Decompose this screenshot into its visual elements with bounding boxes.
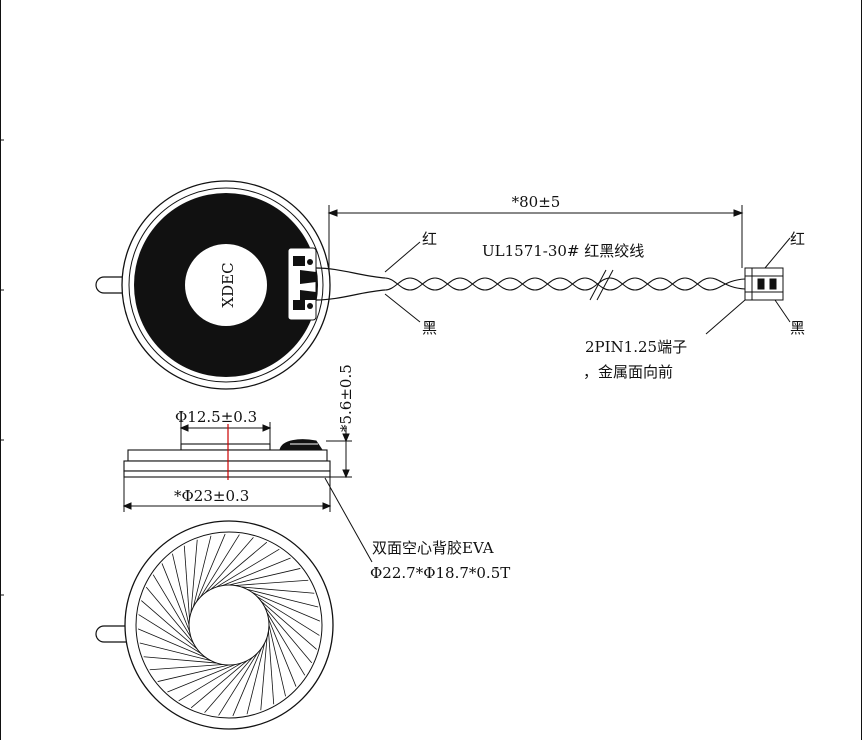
spoke-line bbox=[268, 624, 286, 697]
spoke-line bbox=[261, 601, 317, 650]
spoke-line bbox=[204, 657, 253, 713]
center-disc bbox=[185, 244, 267, 326]
terminal-pad-bottom bbox=[293, 300, 305, 310]
leader-red bbox=[384, 241, 421, 273]
spoke-line bbox=[149, 664, 223, 671]
lead-wire-black bbox=[315, 289, 386, 301]
leader-connector-note bbox=[705, 299, 746, 335]
spoke-line bbox=[183, 545, 190, 619]
wire-black-label: 黑 bbox=[422, 319, 437, 337]
brand-label: XDEC bbox=[219, 262, 237, 307]
spoke-line bbox=[247, 588, 319, 608]
leader-black bbox=[384, 293, 421, 323]
connector-black-label: 黑 bbox=[790, 319, 805, 337]
inner-diameter-dimension bbox=[179, 422, 272, 444]
height-dimension bbox=[326, 426, 352, 479]
connector bbox=[744, 267, 784, 301]
spoke-line bbox=[167, 664, 236, 693]
connector-note-line2: ，金属面向前 bbox=[583, 363, 673, 381]
spoke-line bbox=[228, 568, 301, 586]
spoke-line bbox=[200, 534, 240, 597]
outer-diameter-label: *Φ23±0.3 bbox=[174, 487, 249, 505]
spoke-line bbox=[268, 631, 275, 705]
spoke-line bbox=[216, 548, 280, 588]
spoke-line bbox=[252, 592, 321, 622]
spoke-line bbox=[232, 648, 262, 717]
connector-red-label: 红 bbox=[790, 230, 805, 248]
wire-red-label: 红 bbox=[422, 230, 437, 248]
twisted-cable bbox=[384, 277, 746, 291]
side-body bbox=[123, 439, 331, 478]
spoke-line bbox=[235, 579, 309, 586]
speaker-bottom-view bbox=[95, 520, 334, 730]
bottom-mounting-tab bbox=[95, 625, 127, 643]
spoke-line bbox=[157, 664, 230, 682]
spoke-line bbox=[161, 563, 190, 632]
spoke-line bbox=[143, 656, 217, 664]
speaker-top-view: XDEC bbox=[95, 180, 805, 390]
leader-connector-black bbox=[774, 299, 791, 323]
spoke-line bbox=[205, 537, 254, 593]
cable-length-label: *80±5 bbox=[512, 193, 561, 211]
spoke-line bbox=[190, 539, 198, 613]
spoke-line bbox=[196, 533, 226, 602]
spoke-line bbox=[257, 596, 320, 636]
inner-rim bbox=[128, 187, 324, 383]
bottom-center-hole bbox=[188, 584, 270, 666]
spoke-line bbox=[192, 535, 212, 607]
spoke-line bbox=[222, 557, 291, 586]
spoke-line bbox=[172, 553, 190, 626]
spoke-line bbox=[268, 618, 297, 687]
mounting-tab bbox=[95, 276, 128, 294]
leader-eva bbox=[324, 477, 373, 563]
spoke-line bbox=[260, 637, 268, 711]
spoke-line bbox=[210, 541, 268, 590]
spoke-line bbox=[141, 600, 197, 649]
bottom-inner-rim bbox=[135, 531, 323, 719]
speaker-side-view: Φ12.5±0.3 *5.6±0.5 *Φ23±0.3 bbox=[122, 364, 510, 582]
spoke-line bbox=[241, 586, 315, 594]
spoke-line bbox=[138, 614, 201, 654]
cable-length-dimension bbox=[327, 205, 744, 270]
leader-connector-red bbox=[764, 237, 791, 269]
spoke-line bbox=[264, 606, 313, 664]
outer-diameter-dimension bbox=[122, 477, 332, 512]
inner-diameter-label: Φ12.5±0.3 bbox=[175, 408, 257, 426]
spoke-line bbox=[218, 653, 258, 716]
diaphragm-spokes bbox=[137, 533, 321, 717]
spoke-line bbox=[178, 662, 242, 702]
connector-note-line1: 2PIN1.25端子 bbox=[585, 338, 687, 356]
height-label: *5.6±0.5 bbox=[337, 364, 355, 432]
terminal-pad-top bbox=[293, 256, 305, 266]
spoke-line bbox=[190, 660, 248, 709]
cable-spec-label: UL1571-30# 红黑绞线 bbox=[482, 242, 644, 260]
spoke-line bbox=[152, 574, 192, 638]
spoke-line bbox=[137, 628, 206, 658]
spoke-line bbox=[145, 586, 194, 644]
cable-break-mark bbox=[589, 269, 614, 301]
eva-note-line1: 双面空心背胶EVA bbox=[372, 539, 494, 557]
spoke-line bbox=[139, 642, 211, 662]
eva-note-line2: Φ22.7*Φ18.7*0.5T bbox=[370, 564, 510, 582]
spoke-line bbox=[246, 643, 266, 715]
lead-wire-red bbox=[315, 267, 386, 279]
spoke-line bbox=[266, 612, 306, 676]
